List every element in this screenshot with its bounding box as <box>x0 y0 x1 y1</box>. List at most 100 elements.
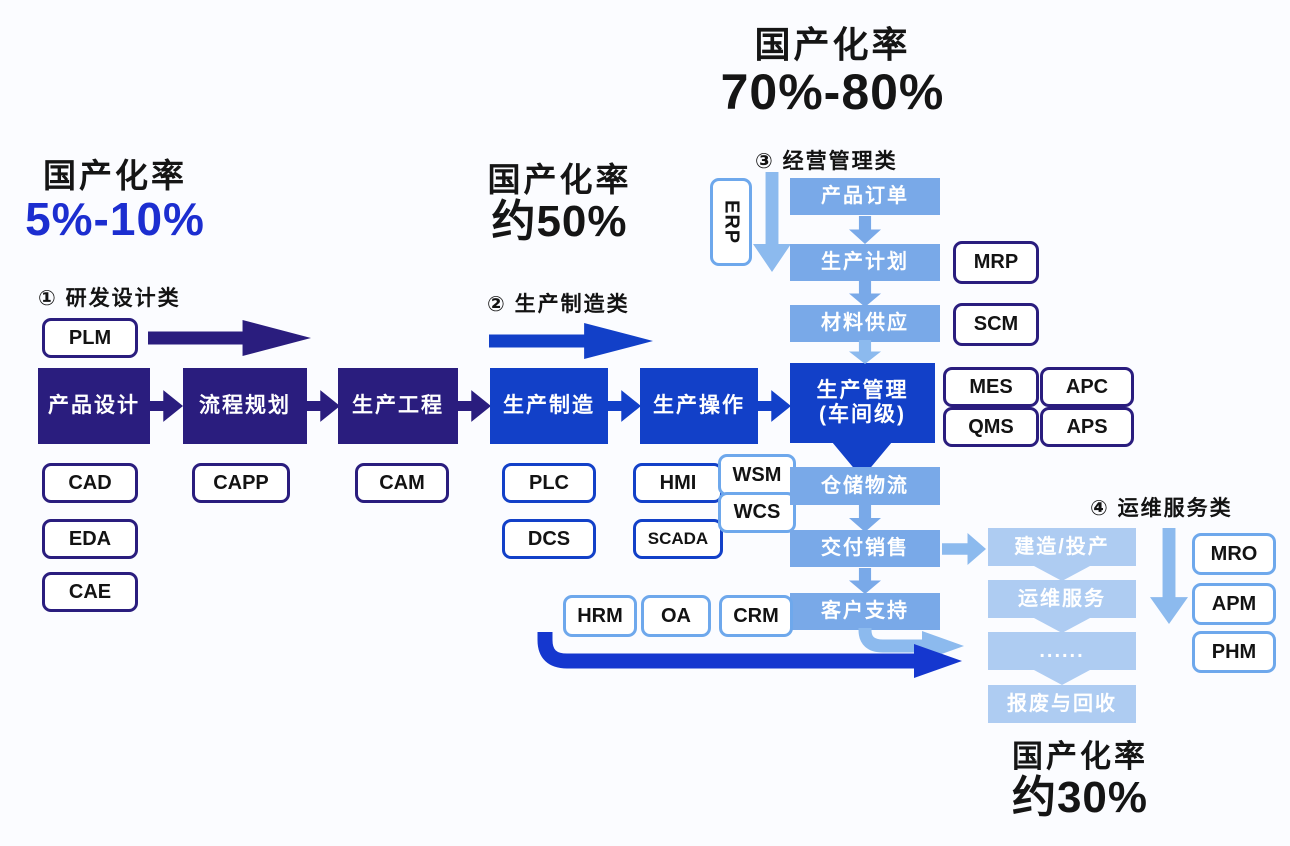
pill-scm: SCM <box>953 303 1039 346</box>
pill-erp: ERP <box>710 178 752 266</box>
rate-rd-title: 国产化率 <box>43 157 187 194</box>
box-production-manufacturing: 生产制造 <box>490 368 608 444</box>
pill-phm: PHM <box>1192 631 1276 673</box>
arrow-order-to-plan <box>849 216 881 244</box>
category-mgmt-label: ③ 经营管理类 <box>755 150 898 173</box>
box-production-operation: 生产操作 <box>640 368 758 444</box>
box-product-order-label: 产品订单 <box>821 185 909 207</box>
pill-oa: OA <box>641 595 711 637</box>
pill-mro-label: MRO <box>1210 542 1258 565</box>
arrow-warehouse-to-delivery <box>849 505 881 532</box>
box-production-plan-label: 生产计划 <box>821 251 909 273</box>
pill-erp-label: ERP <box>720 199 743 245</box>
box-ellipsis: ...... <box>988 632 1136 670</box>
erp-flow-arrow <box>753 172 791 272</box>
support-to-ops-arrow <box>858 628 925 653</box>
box-build-commission: 建造/投产 <box>988 528 1136 566</box>
box-delivery-sales: 交付销售 <box>790 530 940 567</box>
arrow-operation-to-management <box>757 390 791 422</box>
box-customer-support-label: 客户支持 <box>821 600 909 622</box>
pill-plm: PLM <box>42 318 138 358</box>
pill-mro: MRO <box>1192 533 1276 575</box>
pill-cad-label: CAD <box>68 471 112 494</box>
rate-ops-title: 国产化率 <box>1012 739 1148 774</box>
arrow-om-to-more <box>1034 618 1090 633</box>
box-production-engineering: 生产工程 <box>338 368 458 444</box>
arrow-process-to-engineering <box>306 390 340 422</box>
pill-crm-label: CRM <box>733 604 779 627</box>
box-customer-support: 客户支持 <box>790 593 940 630</box>
pill-hrm-label: HRM <box>577 604 623 627</box>
pill-scm-label: SCM <box>973 313 1019 335</box>
box-production-plan: 生产计划 <box>790 244 940 281</box>
pill-plc: PLC <box>502 463 596 503</box>
rate-mgmt: 国产化率 70%-80% <box>690 25 975 120</box>
rate-mfg-title: 国产化率 <box>487 161 632 198</box>
pill-hmi: HMI <box>633 463 723 503</box>
arrow-engineering-to-manufacturing <box>457 390 491 422</box>
pill-apc-label: APC <box>1065 375 1109 398</box>
pill-aps: APS <box>1040 407 1134 447</box>
box-material-supply-label: 材料供应 <box>821 312 909 334</box>
pill-qms: QMS <box>943 407 1039 447</box>
pill-cae: CAE <box>42 572 138 612</box>
arrow-material-to-management <box>849 340 881 364</box>
category-rd-label: ① 研发设计类 <box>38 287 181 310</box>
box-production-management-line2: (车间级) <box>819 403 906 426</box>
arrow-more-to-scrap <box>1034 670 1090 685</box>
arrow-build-to-om <box>1034 566 1090 581</box>
category-mfg-label: ② 生产制造类 <box>487 293 630 316</box>
mfg-flow-arrow <box>489 323 653 359</box>
arrow-plan-to-material <box>849 281 881 307</box>
arrow-design-to-process <box>149 390 183 422</box>
box-production-operation-label: 生产操作 <box>653 393 745 417</box>
pill-wsm: WSM <box>718 454 796 496</box>
pill-apm-label: APM <box>1211 592 1257 615</box>
arrow-delivery-to-build <box>942 533 986 565</box>
box-warehouse-logistics-label: 仓储物流 <box>821 474 909 497</box>
box-ellipsis-label: ...... <box>1039 639 1085 662</box>
bottom-connector-arrows <box>537 628 964 678</box>
box-scrap-recycle: 报废与回收 <box>988 685 1136 723</box>
pill-capp-label: CAPP <box>213 471 269 494</box>
pill-capp: CAPP <box>192 463 290 503</box>
pill-plc-label: PLC <box>529 471 569 494</box>
category-ops-label: ④ 运维服务类 <box>1090 497 1233 520</box>
box-process-planning: 流程规划 <box>183 368 307 444</box>
rate-ops: 国产化率 约30% <box>970 739 1190 822</box>
pill-cae-label: CAE <box>68 580 112 603</box>
long-feedback-arrow <box>537 632 917 669</box>
box-om-service-label: 运维服务 <box>1018 587 1106 610</box>
pill-dcs-label: DCS <box>527 527 571 550</box>
box-build-commission-label: 建造/投产 <box>1014 535 1110 558</box>
box-production-engineering-label: 生产工程 <box>352 393 444 417</box>
pill-oa-label: OA <box>661 604 691 627</box>
pill-wcs-label: WCS <box>733 501 781 523</box>
pill-wsm-label: WSM <box>732 463 782 486</box>
pill-scada: SCADA <box>633 519 723 559</box>
pill-eda-label: EDA <box>68 527 112 550</box>
box-production-management-line1: 生产管理 <box>816 378 909 402</box>
box-material-supply: 材料供应 <box>790 305 940 342</box>
box-product-design: 产品设计 <box>38 368 150 444</box>
pill-plm-label: PLM <box>68 326 112 349</box>
box-warehouse-logistics: 仓储物流 <box>790 467 940 505</box>
long-feedback-arrowhead <box>914 644 962 678</box>
rate-rd-value: 5%-10% <box>25 193 205 246</box>
rate-rd: 国产化率 5%-10% <box>5 157 225 246</box>
pill-cam-label: CAM <box>379 471 425 494</box>
pill-mrp: MRP <box>953 241 1039 284</box>
rate-mfg: 国产化率 约50% <box>462 161 657 247</box>
pill-eda: EDA <box>42 519 138 559</box>
box-product-order: 产品订单 <box>790 178 940 215</box>
pill-mes-label: MES <box>969 375 1013 398</box>
arrow-manufacturing-to-operation <box>607 390 641 422</box>
box-production-management: 生产管理 (车间级) <box>790 363 935 443</box>
pill-apm: APM <box>1192 583 1276 625</box>
rd-flow-arrow <box>148 320 311 356</box>
rate-mgmt-title: 国产化率 <box>754 24 911 65</box>
pill-apc: APC <box>1040 367 1134 407</box>
pill-qms-label: QMS <box>968 415 1014 438</box>
pill-dcs: DCS <box>502 519 596 559</box>
